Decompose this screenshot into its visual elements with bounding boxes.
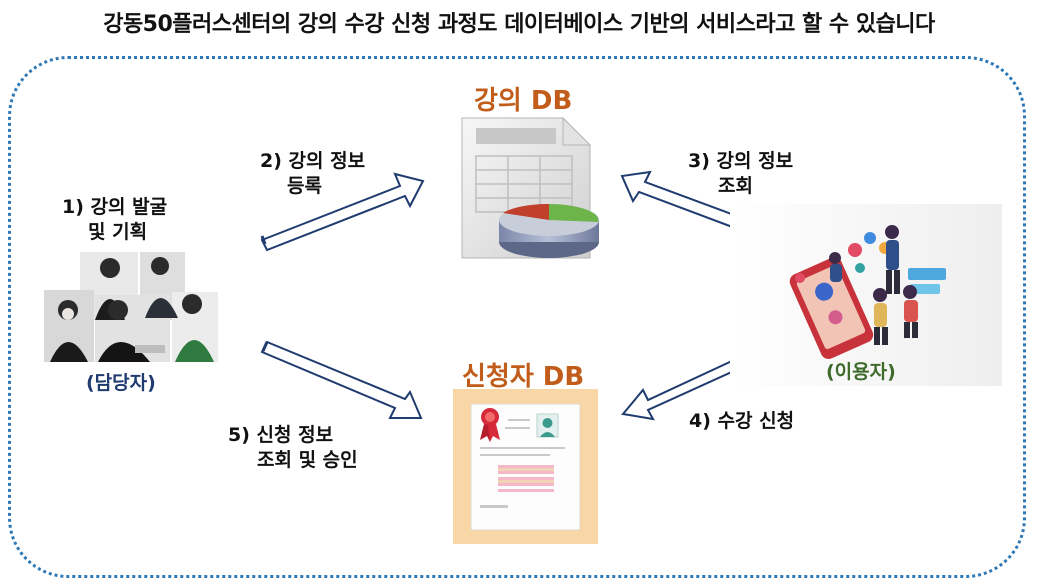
certificate-icon — [453, 389, 598, 544]
step-3-label-line1: 3) 강의 정보 — [688, 150, 794, 172]
step-3-label-line2: 조회 — [718, 175, 753, 197]
step-5-label-line1: 5) 신청 정보 — [228, 424, 334, 446]
applicant-db-title: 신청자 DB — [462, 362, 585, 392]
arrow-step-5 — [260, 340, 423, 419]
step-2-label-line2: 등록 — [287, 175, 322, 197]
arrow-step-2 — [260, 172, 425, 252]
users-role-label: (이용자) — [826, 361, 896, 383]
staff-step-label-line1: 1) 강의 발굴 — [62, 196, 168, 218]
staff-photo — [44, 252, 218, 362]
staff-step-label-line2: 및 기획 — [88, 221, 148, 243]
users-illustration — [730, 204, 1002, 386]
database-document-icon — [461, 116, 599, 259]
page-title: 강동50플러스센터의 강의 수강 신청 과정도 데이터베이스 기반의 서비스라고… — [103, 12, 935, 37]
step-4-label: 4) 수강 신청 — [689, 410, 795, 432]
staff-role-label: (담당자) — [86, 372, 156, 394]
course-db-title: 강의 DB — [474, 86, 573, 116]
step-5-label-line2: 조회 및 승인 — [257, 449, 358, 471]
step-2-label-line1: 2) 강의 정보 — [260, 150, 366, 172]
diagram-frame — [8, 56, 1026, 578]
